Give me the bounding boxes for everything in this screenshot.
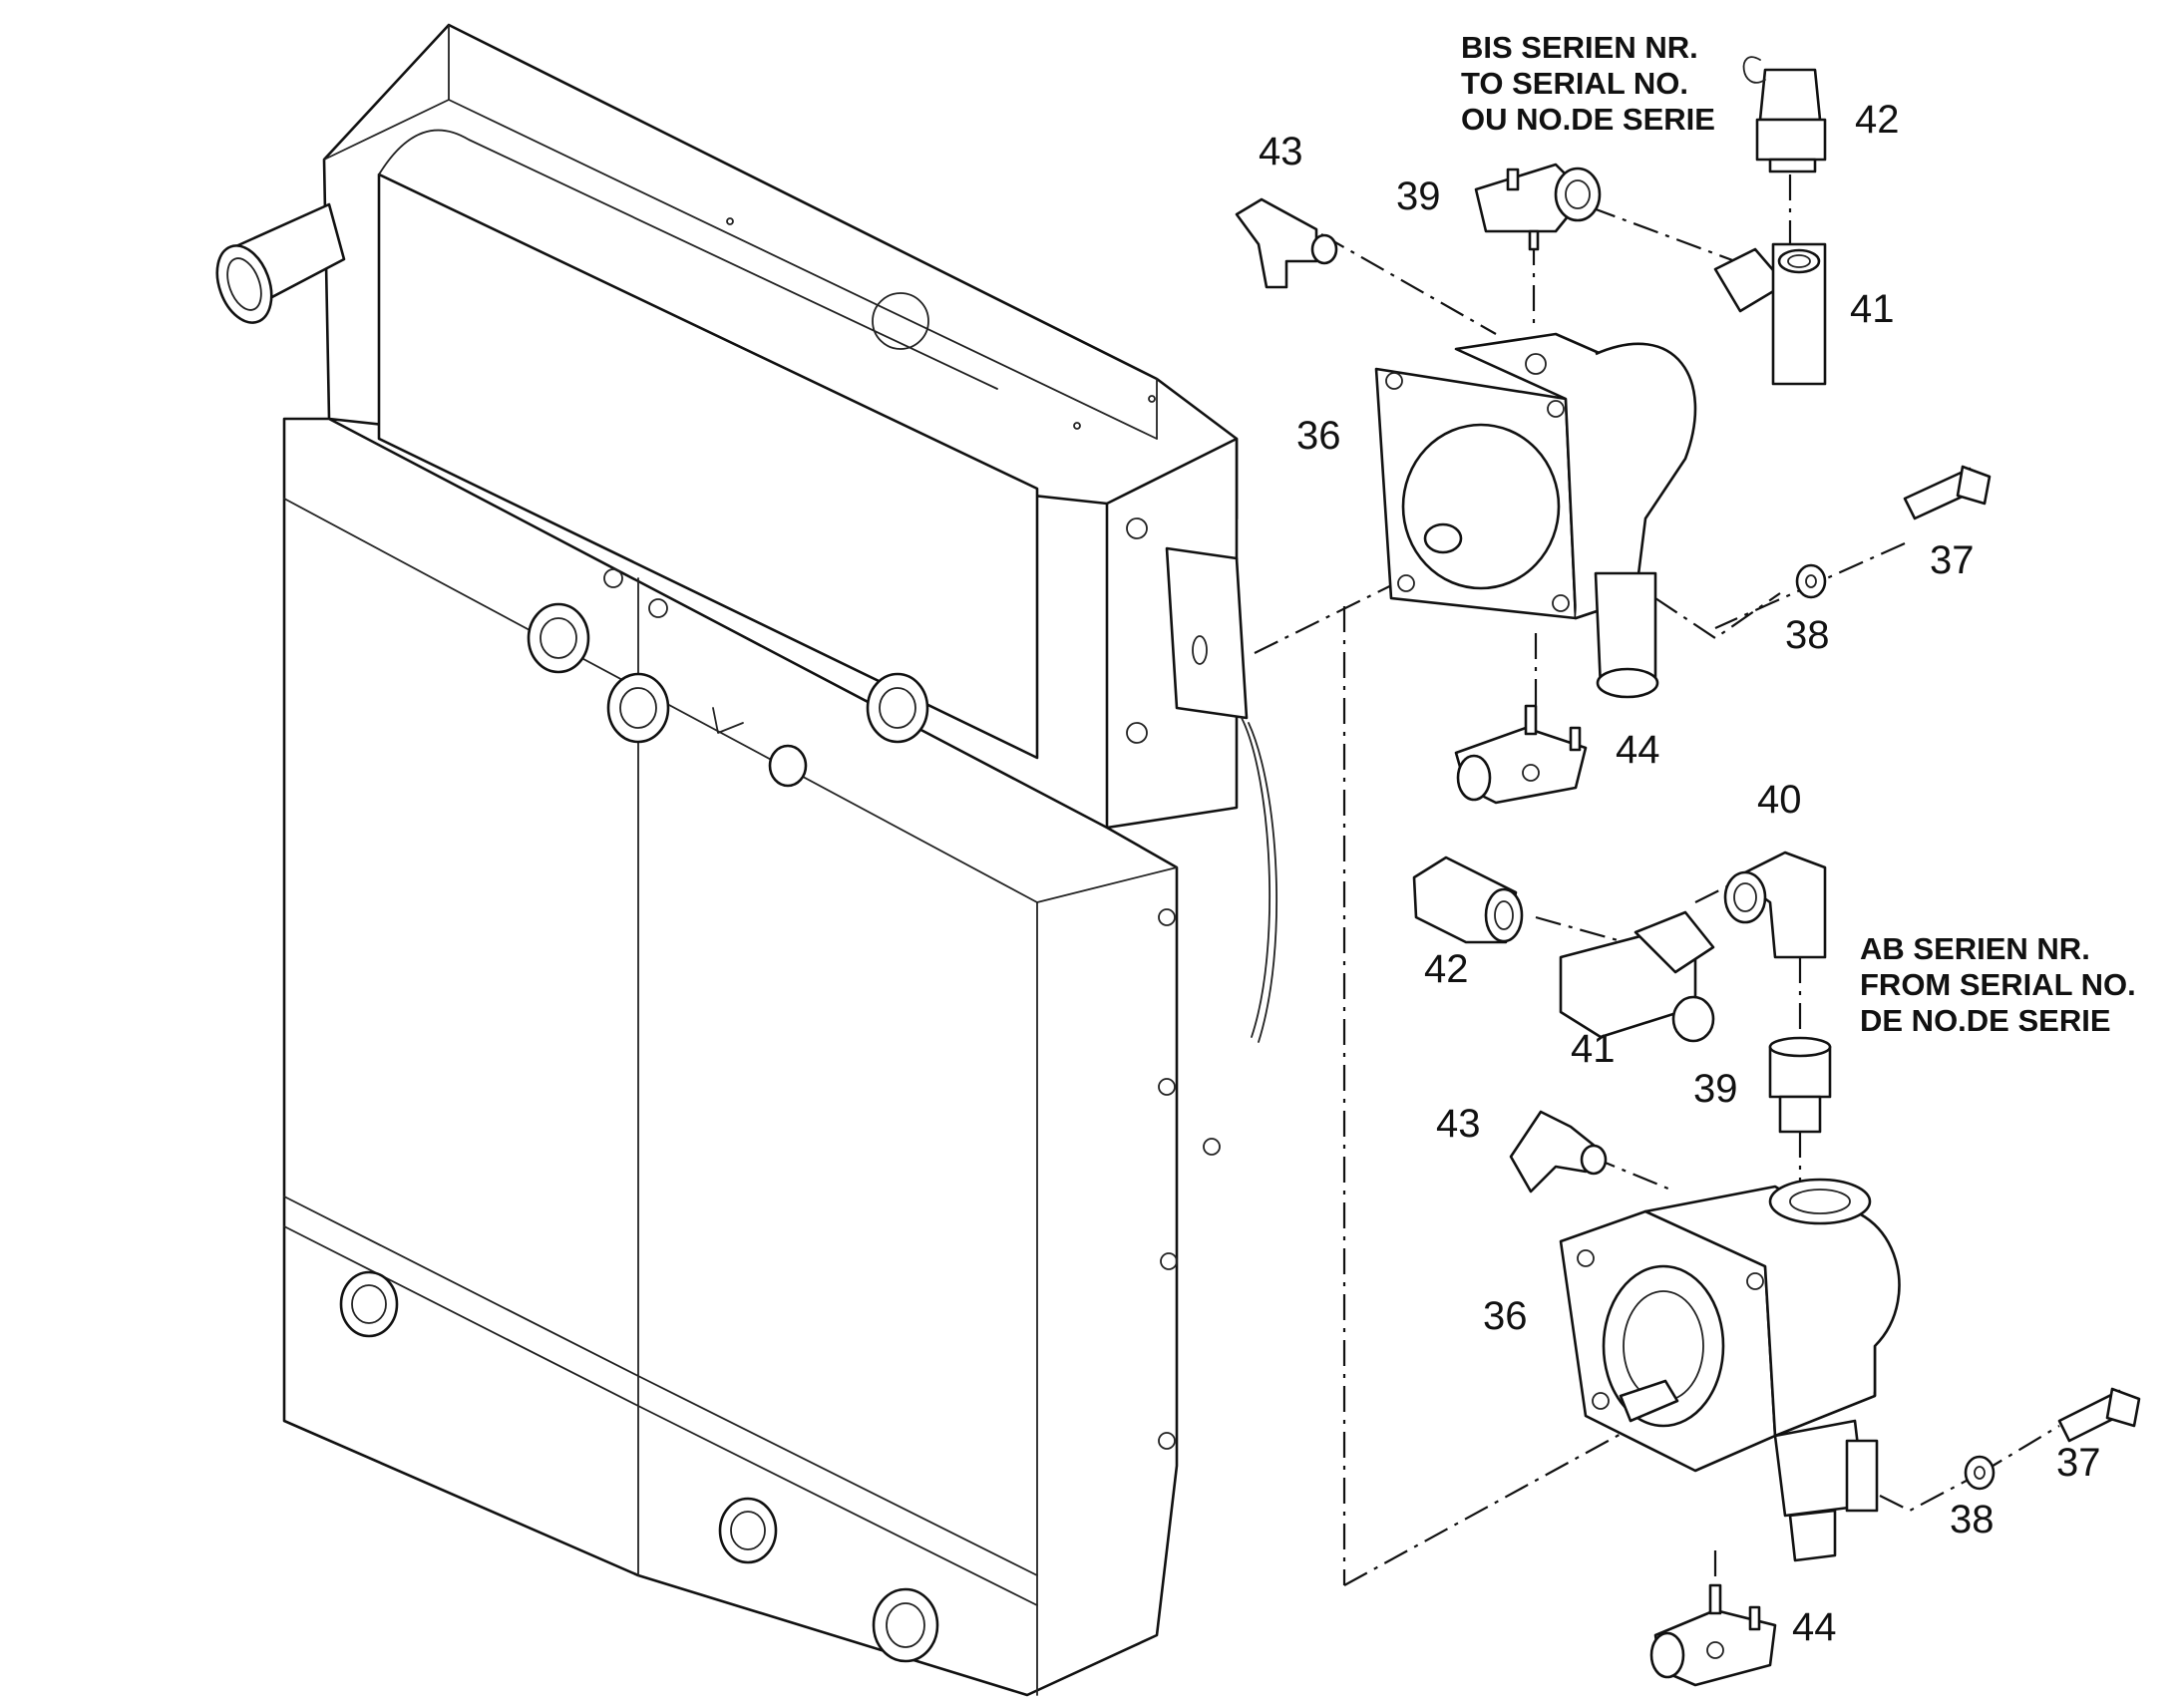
radiator-cooler-assembly bbox=[215, 23, 1278, 1697]
note-upper-line-3: OU NO.DE SERIE bbox=[1461, 102, 1715, 137]
part-38-lower-washer bbox=[1964, 1455, 1996, 1491]
callout-44: 44 bbox=[1616, 728, 1660, 772]
callouts-lower: 40 42 41 39 43 36 37 38 44 bbox=[1424, 778, 2101, 1649]
part-42-upper-fitting bbox=[1742, 56, 1827, 173]
callouts-upper: 42 43 39 41 36 37 38 44 bbox=[1259, 98, 1975, 772]
callout-36: 36 bbox=[1296, 414, 1341, 458]
callout-39: 39 bbox=[1396, 174, 1441, 218]
note-lower-from-serial: AB SERIEN NR. FROM SERIAL NO. DE NO.DE S… bbox=[1860, 931, 2136, 1038]
callout-37: 37 bbox=[1930, 538, 1975, 582]
note-lower-line-1: AB SERIEN NR. bbox=[1860, 931, 2090, 966]
lower-variant-parts bbox=[1412, 851, 2141, 1687]
part-37-lower-bolt bbox=[2057, 1387, 2141, 1443]
part-40-lower-elbow bbox=[1723, 851, 1827, 959]
part-44-upper-adapter bbox=[1454, 704, 1588, 805]
callout-39: 39 bbox=[1693, 1067, 1738, 1111]
callout-42: 42 bbox=[1855, 98, 1900, 142]
part-38-upper-washer bbox=[1795, 563, 1827, 599]
note-lower-line-3: DE NO.DE SERIE bbox=[1860, 1003, 2111, 1038]
note-upper-line-2: TO SERIAL NO. bbox=[1461, 66, 1688, 101]
part-37-upper-bolt bbox=[1903, 465, 1992, 520]
part-42-lower-fitting bbox=[1412, 855, 1524, 944]
callout-36: 36 bbox=[1483, 1294, 1528, 1338]
part-43-upper-elbow bbox=[1235, 197, 1338, 289]
callout-42: 42 bbox=[1424, 947, 1469, 991]
part-39-upper-flange bbox=[1474, 163, 1602, 251]
callout-44: 44 bbox=[1792, 1605, 1837, 1649]
upper-variant-parts bbox=[1235, 56, 1992, 805]
callout-43: 43 bbox=[1259, 130, 1303, 173]
part-36-upper-pump bbox=[1374, 332, 1697, 699]
part-36-lower-pump bbox=[1559, 1178, 1901, 1562]
callout-43: 43 bbox=[1436, 1102, 1481, 1146]
note-upper-until-serial: BIS SERIEN NR. TO SERIAL NO. OU NO.DE SE… bbox=[1461, 30, 1715, 137]
callout-40: 40 bbox=[1757, 778, 1802, 822]
part-43-lower-elbow bbox=[1509, 1110, 1608, 1194]
callout-38: 38 bbox=[1785, 613, 1830, 657]
part-41-upper-tee bbox=[1713, 242, 1827, 386]
callout-38: 38 bbox=[1950, 1498, 1995, 1541]
callout-41: 41 bbox=[1850, 287, 1895, 331]
note-upper-line-1: BIS SERIEN NR. bbox=[1461, 30, 1698, 65]
callout-37: 37 bbox=[2056, 1441, 2101, 1485]
callout-41: 41 bbox=[1571, 1027, 1616, 1071]
note-lower-line-2: FROM SERIAL NO. bbox=[1860, 967, 2136, 1002]
part-39-lower-nipple bbox=[1768, 1036, 1832, 1134]
part-44-lower-adapter bbox=[1649, 1583, 1777, 1687]
part-41-lower-tee bbox=[1559, 910, 1715, 1043]
